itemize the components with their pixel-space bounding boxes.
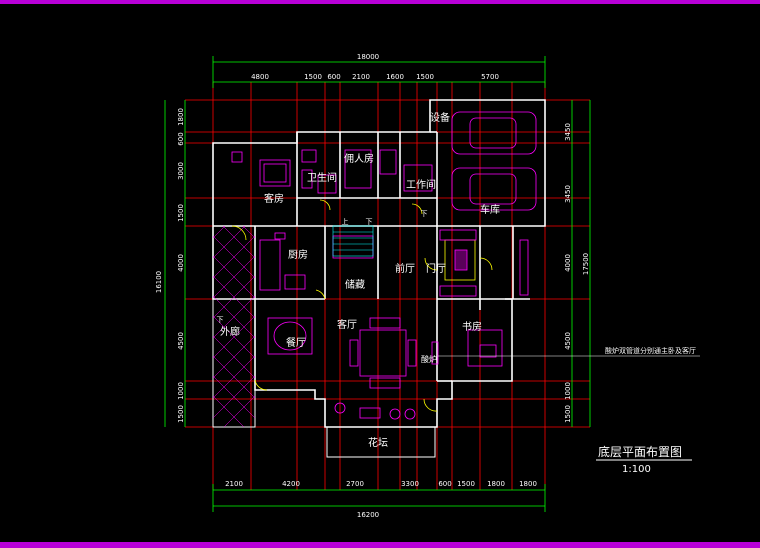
dim-top-seg-3: 600 <box>327 73 340 81</box>
doors <box>231 199 493 412</box>
dim-left-seg-3: 3000 <box>177 162 185 180</box>
dim-bottom-seg-6: 1500 <box>457 480 475 488</box>
room-label-dining: 餐厅 <box>286 336 306 349</box>
drawing-title: 底层平面布置图 <box>598 444 682 459</box>
room-label-entrance-hall: 门厅 <box>426 262 446 275</box>
dim-bottom-seg-4: 3300 <box>401 480 419 488</box>
dim-right-seg-4: 4500 <box>564 332 572 350</box>
veranda-hatch <box>212 225 256 428</box>
dim-top-seg-1: 4800 <box>251 73 269 81</box>
room-label-fireplace: 酸炉 <box>421 354 437 364</box>
stair-up-label: 上 <box>342 217 349 226</box>
dim-left-seg-1: 1800 <box>177 108 185 126</box>
dim-bottom-total: 16200 <box>357 511 379 519</box>
dim-top-seg-5: 1600 <box>386 73 404 81</box>
room-label-equipment: 设备 <box>430 111 450 124</box>
stair-down-label: 下 <box>366 218 373 226</box>
room-label-servant-room: 佣人房 <box>344 152 374 165</box>
flower-bed <box>326 426 436 458</box>
room-label-living: 客厅 <box>337 318 357 331</box>
bottom-frame-bar <box>0 542 760 548</box>
dim-top-seg-2: 1500 <box>304 73 322 81</box>
dim-left-seg-7: 1000 <box>177 382 185 400</box>
furniture <box>231 149 529 420</box>
dim-right-seg-5: 1000 <box>564 382 572 400</box>
dim-bottom-seg-5: 600 <box>438 480 451 488</box>
dim-left-seg-5: 4000 <box>177 254 185 272</box>
garage-down-label: 下 <box>421 210 428 218</box>
dim-bottom-seg-8: 1800 <box>519 480 537 488</box>
dim-right-seg-6: 1500 <box>564 405 572 423</box>
dim-top-seg-4: 2100 <box>352 73 370 81</box>
room-label-guest-room: 客房 <box>264 192 284 205</box>
room-label-bathroom: 卫生间 <box>307 171 337 184</box>
dim-top-seg-7: 5700 <box>481 73 499 81</box>
room-label-storage: 储藏 <box>345 278 365 291</box>
veranda-down-label: 下 <box>217 316 224 324</box>
dim-right-seg-3: 4000 <box>564 254 572 272</box>
dim-right-total: 17500 <box>582 253 590 275</box>
dim-left-seg-4: 1500 <box>177 204 185 222</box>
dim-right-seg-2: 3450 <box>564 185 572 203</box>
fireplace-annotation: 酸炉双管道分别通主卧及客厅 <box>605 346 696 355</box>
dim-left-seg-8: 1500 <box>177 405 185 423</box>
dim-bottom-seg-7: 1800 <box>487 480 505 488</box>
dim-top-total: 18000 <box>357 53 379 61</box>
top-frame-bar <box>0 0 760 4</box>
staircase <box>332 225 374 257</box>
dim-left-seg-2: 600 <box>177 132 185 145</box>
dimension-lines <box>164 56 591 512</box>
room-label-study: 书房 <box>462 320 482 333</box>
room-label-garage: 车库 <box>480 203 500 216</box>
room-label-outer-veranda: 外廊 <box>220 325 240 338</box>
dim-bottom-seg-1: 2100 <box>225 480 243 488</box>
room-label-kitchen: 厨房 <box>288 248 308 261</box>
dim-top-seg-6: 1500 <box>416 73 434 81</box>
drawing-scale: 1:100 <box>622 464 651 475</box>
dim-bottom-seg-2: 4200 <box>282 480 300 488</box>
dim-bottom-seg-3: 2700 <box>346 480 364 488</box>
dim-right-seg-1: 3450 <box>564 123 572 141</box>
room-label-flower-bed: 花坛 <box>368 436 388 449</box>
garage-cars <box>451 111 537 211</box>
dim-left-seg-6: 4500 <box>177 332 185 350</box>
room-label-workroom: 工作间 <box>406 178 436 191</box>
room-label-front-hall: 前厅 <box>395 262 415 275</box>
dim-left-total: 16100 <box>155 271 163 293</box>
